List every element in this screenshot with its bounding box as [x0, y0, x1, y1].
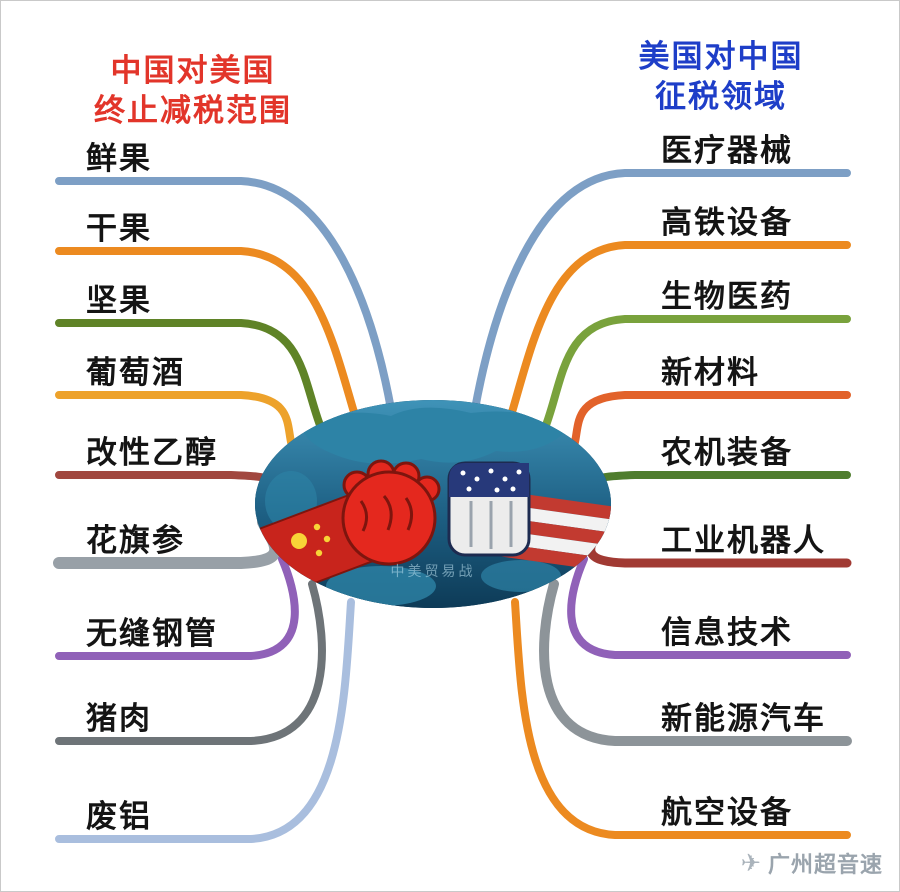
left-title-line2: 终止减税范围 [94, 93, 292, 129]
right-node-information-tech: 信息技术 [661, 615, 793, 651]
us-fist-canton [449, 463, 529, 497]
left-branch-line-7 [55, 555, 299, 660]
left-branch-line-5 [55, 471, 273, 483]
left-node-american-ginseng: 花旗参 [86, 523, 185, 559]
globe-continents [265, 407, 566, 606]
us-fist-stars [460, 468, 522, 493]
right-node-aviation-equipment: 航空设备 [661, 795, 793, 831]
china-fist-fingers [359, 495, 413, 532]
us-fist-fingers [469, 501, 513, 549]
left-branch-line-3 [55, 319, 327, 437]
right-node-biomedicine: 生物医药 [661, 279, 793, 315]
us-fist [447, 461, 531, 557]
left-node-scrap-aluminum: 废铝 [86, 799, 152, 835]
right-node-industrial-robots: 工业机器人 [661, 523, 826, 559]
paper-plane-icon: ✈ [740, 849, 762, 877]
center-caption: 中美贸易战 [390, 564, 476, 580]
left-node-pork: 猪肉 [86, 701, 152, 737]
center-globe [255, 400, 611, 608]
right-node-high-speed-rail: 高铁设备 [661, 205, 793, 241]
right-branch-line-2 [506, 241, 851, 423]
right-title-line2: 征税领域 [655, 79, 787, 115]
left-node-dried-fruit: 干果 [86, 211, 152, 247]
right-node-new-materials: 新材料 [661, 355, 760, 391]
china-flag-stars [291, 523, 331, 557]
right-title-line1: 美国对中国 [638, 39, 804, 75]
right-branch-line-7 [567, 555, 851, 659]
left-branch-line-9 [55, 598, 355, 843]
right-title: 美国对中国 征税领域 [601, 37, 841, 117]
right-branch-line-9 [511, 598, 851, 839]
right-branch-line-8 [539, 579, 852, 746]
watermark-text: 广州超音速 [767, 853, 883, 878]
left-branch-line-2 [55, 247, 360, 423]
left-node-fresh-fruit: 鲜果 [86, 141, 152, 177]
left-node-wine: 葡萄酒 [86, 355, 185, 391]
left-title: 中国对美国 终止减税范围 [63, 51, 323, 131]
right-node-medical-devices: 医疗器械 [661, 133, 793, 169]
left-node-modified-ethanol: 改性乙醇 [86, 435, 218, 471]
watermark: ✈ 广州超音速 [741, 847, 883, 879]
left-branch-line-1 [55, 177, 395, 413]
right-branch-line-5 [593, 471, 851, 483]
right-node-new-energy-vehicles: 新能源汽车 [661, 701, 826, 737]
right-branch-line-1 [471, 169, 851, 413]
left-title-line1: 中国对美国 [110, 53, 276, 89]
right-node-agri-machinery: 农机装备 [661, 435, 793, 471]
left-branch-line-8 [55, 580, 326, 745]
china-fist [341, 459, 441, 566]
left-node-nuts: 坚果 [86, 283, 152, 319]
left-node-seamless-steel-pipe: 无缝钢管 [86, 616, 218, 652]
right-branch-line-3 [539, 315, 851, 437]
